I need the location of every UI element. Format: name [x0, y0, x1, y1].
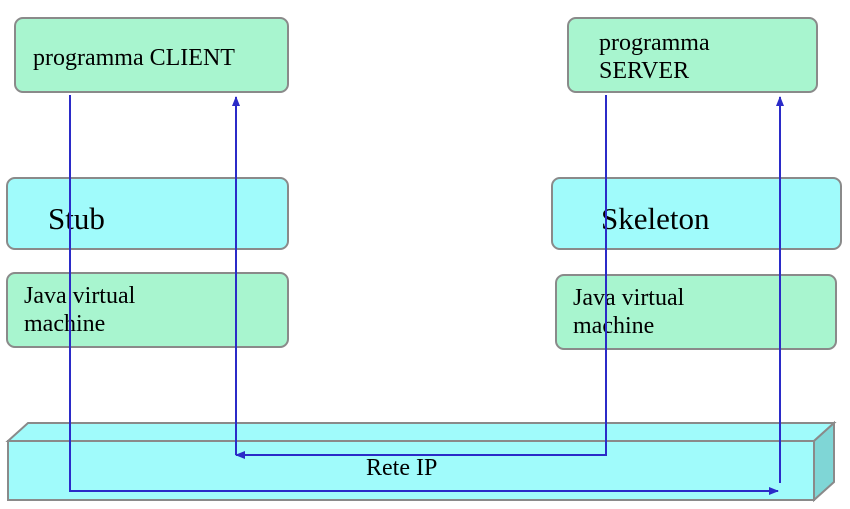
- stub-label: Stub: [48, 201, 105, 236]
- jvm-client-box: Java virtual machine: [6, 272, 289, 348]
- server-program-box: programma SERVER: [567, 17, 818, 93]
- client-program-box: programma CLIENT: [14, 17, 289, 93]
- skeleton-label: Skeleton: [601, 201, 710, 236]
- jvm-server-label: Java virtual machine: [573, 285, 685, 339]
- jvm-server-box: Java virtual machine: [555, 274, 837, 350]
- jvm-client-label: Java virtual machine: [24, 283, 136, 337]
- server-program-label: programma SERVER: [599, 30, 710, 84]
- request-arrow: [69, 95, 779, 495]
- skeleton-box: Skeleton: [551, 177, 842, 250]
- network-label: Rete IP: [366, 455, 438, 481]
- response-arrow: [235, 95, 607, 459]
- client-program-label: programma CLIENT: [33, 45, 235, 71]
- stub-box: Stub: [6, 177, 289, 250]
